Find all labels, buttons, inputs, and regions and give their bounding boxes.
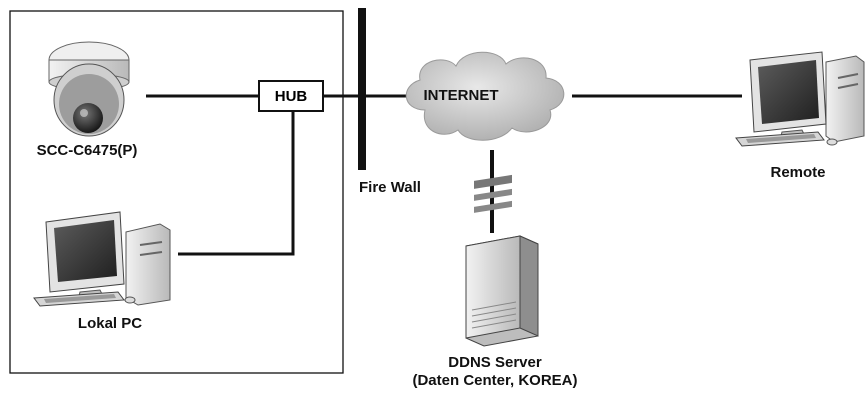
firewall-bar: [358, 8, 366, 170]
remote-label: Remote: [770, 164, 826, 181]
ddns-location-label: (Daten Center, KOREA): [412, 372, 578, 389]
local-pc-label: Lokal PC: [77, 315, 143, 332]
desktop-computer-icon: [735, 51, 865, 147]
hub-localpc-link: [178, 112, 295, 256]
camera-label: SCC-C6475(P): [36, 142, 138, 159]
local-network-boundary: [9, 10, 344, 374]
hub-box: HUB: [258, 80, 324, 112]
cloud-icon: [405, 51, 565, 141]
ddns-server-label: DDNS Server: [448, 354, 542, 371]
connection-lines: [146, 94, 742, 256]
tower-server-icon: [465, 174, 539, 347]
firewall-label: Fire Wall: [359, 179, 421, 196]
dome-camera-icon: [48, 41, 130, 137]
internet-label: INTERNET: [423, 87, 499, 104]
hub-label: HUB: [274, 87, 308, 105]
desktop-computer-icon: [33, 211, 171, 307]
